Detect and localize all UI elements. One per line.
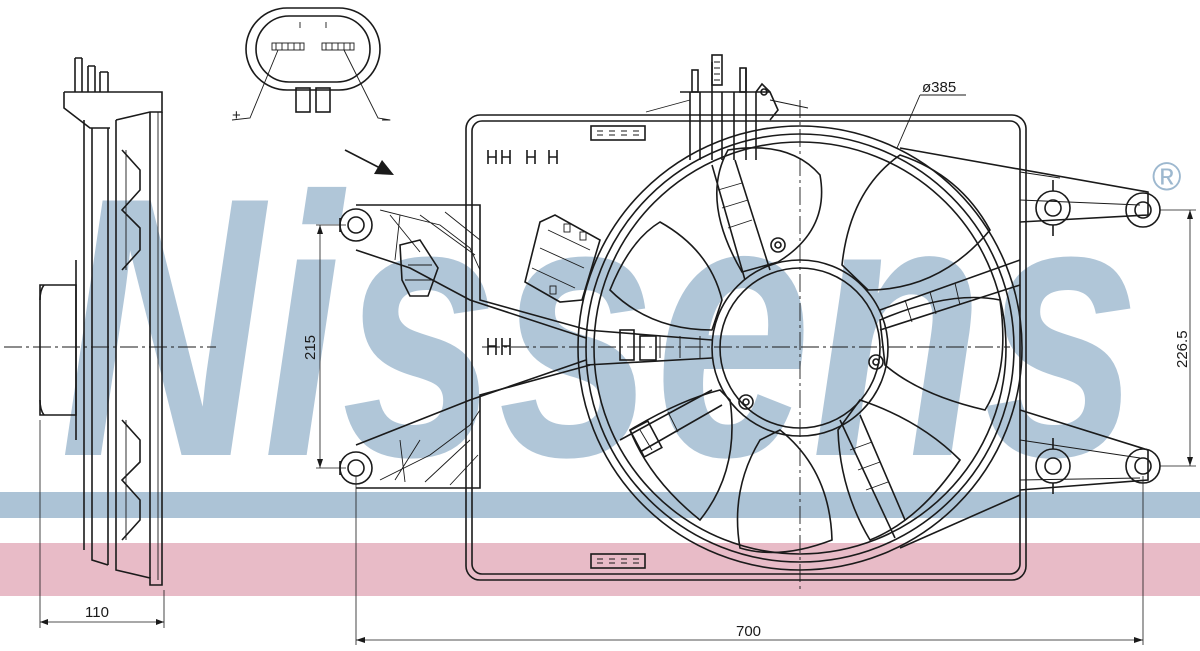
connector-minus-label: – — [382, 111, 391, 128]
left-height-dimension-label: 215 — [302, 335, 319, 360]
watermark-brand: Nissens — [60, 121, 1140, 534]
front-view: ø385 215 226.5 700 — [302, 54, 1196, 645]
right-height-dimension-label: 226.5 — [1174, 330, 1191, 368]
registered-mark: ® — [1152, 155, 1181, 199]
watermark-band-blue — [0, 492, 1200, 518]
fan-blades — [609, 147, 1004, 554]
connector-detail: + – — [231, 7, 394, 175]
diameter-label: ø385 — [922, 79, 956, 96]
width-dimension-label: 700 — [736, 623, 761, 640]
side-view: 110 — [4, 57, 216, 628]
watermark: Nissens ® — [0, 121, 1200, 596]
connector-plus-label: + — [232, 107, 241, 124]
watermark-band-pink — [0, 543, 1200, 596]
depth-dimension-label: 110 — [85, 604, 109, 621]
